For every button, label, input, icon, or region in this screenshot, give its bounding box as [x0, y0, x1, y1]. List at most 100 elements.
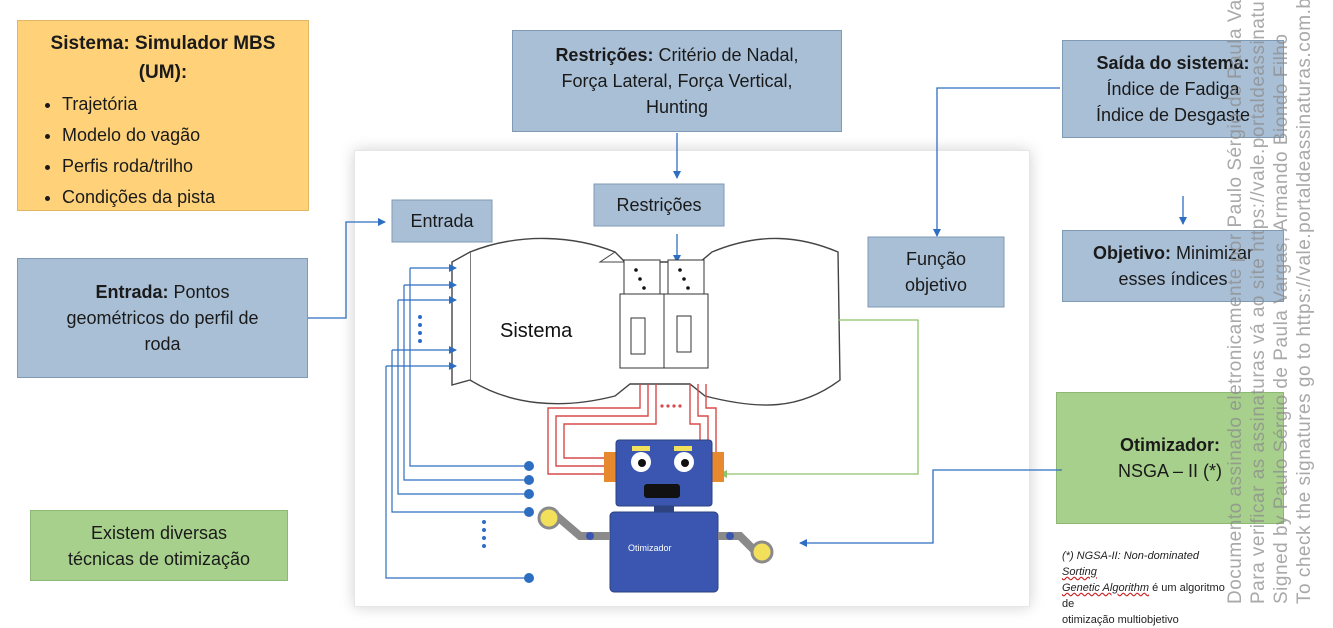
system-item-track-conditions: Condições da pista [62, 182, 294, 213]
input-hdot-3 [482, 536, 486, 540]
watermark-line2: Para verificar as assinaturas vá ao site… [1248, 0, 1269, 604]
funcao-line2: objetivo [904, 275, 968, 295]
constraints-line2: Força Lateral, Força Vertical, [561, 71, 793, 91]
suspension-dot-6 [686, 286, 690, 290]
system-output-box: Saída do sistema: Índice de Fadiga Índic… [1062, 40, 1284, 138]
robot-hand-left [537, 506, 561, 530]
robot-hand-right [750, 540, 774, 564]
input-node-2 [524, 475, 534, 485]
arrow-optimizer-to-robot [799, 469, 1062, 547]
suspension-slot-left [630, 317, 646, 355]
funcao-objetivo-label: Função objetivo [868, 246, 1004, 298]
output-label-line: Saída do sistema: [1096, 50, 1249, 76]
robot-joint-left [586, 532, 594, 540]
diagram-drawing [308, 87, 1187, 593]
output-wear-index: Índice de Desgaste [1095, 105, 1251, 125]
robot-pupil-right [681, 459, 689, 467]
suspension-unit-right [663, 293, 709, 369]
suspension-dot-2 [638, 277, 642, 281]
entrada-box [391, 199, 493, 243]
system-block-edge-left [451, 251, 471, 386]
constraints-line1: Restrições: Critério de Nadal, [555, 42, 798, 68]
suspension-dot-5 [682, 277, 686, 281]
red-dot-4 [678, 404, 682, 408]
footnote: (*) NGSA-II: Non-dominated Sorting Genet… [1062, 548, 1232, 628]
signature-watermark: Documento assinado eletronicamente por P… [1223, 0, 1333, 604]
optimizer-box: Otimizador: NSGA – II (*) [1056, 392, 1284, 524]
system-box-title: Sistema: Simulador MBS (UM): [32, 29, 294, 87]
robot-optimizer [537, 439, 774, 593]
techniques-box: Existem diversas técnicas de otimização [30, 510, 288, 581]
input-box-line1-rest: Pontos [168, 282, 230, 302]
red-dot-1 [660, 404, 664, 408]
input-hdot-2 [482, 528, 486, 532]
robot-ear-right [712, 452, 724, 482]
robot-body-label: Otimizador [628, 543, 672, 553]
system-simulator-box: Sistema: Simulador MBS (UM): Trajetória … [17, 20, 309, 211]
robot-brow-left [632, 446, 650, 451]
suspension-dot-3 [642, 286, 646, 290]
input-hdot-4 [482, 544, 486, 548]
system-title-line1: Sistema: Simulador MBS [50, 33, 276, 54]
input-vdot-1 [418, 315, 422, 319]
robot-mouth [644, 484, 680, 498]
entrada-label: Entrada [410, 211, 474, 231]
footnote-part1: (*) NGSA-II: Non-dominated [1062, 550, 1199, 562]
suspension-unit-left [619, 293, 665, 369]
arrow-input-to-entrada [308, 218, 386, 319]
objective-label: Objetivo: [1092, 243, 1171, 263]
robot-brow-right [674, 446, 692, 451]
watermark-line3: Signed by Paulo Sérgio de Paula Vargas, … [1271, 33, 1292, 604]
suspension-unit-left-top [623, 259, 661, 297]
system-block-edge-top-left [598, 251, 625, 263]
funcao-objetivo-box [867, 236, 1005, 308]
input-box-label: Entrada: [95, 282, 169, 302]
input-vdot-3 [418, 331, 422, 335]
constraints-line1-rest: Critério de Nadal, [653, 45, 799, 65]
suspension-dot-1 [634, 268, 638, 272]
sistema-label: Sistema [500, 320, 573, 342]
input-box-line3: roda [144, 334, 181, 354]
footnote-part2: Sorting [1062, 566, 1097, 578]
objective-box: Objetivo: Minimizar esses índices [1062, 230, 1284, 302]
suspension-unit-right-top [667, 259, 705, 297]
input-lines [385, 264, 528, 579]
optimizer-label: Otimizador: [1119, 435, 1220, 455]
input-node-4 [524, 507, 534, 517]
objective-line1-rest: Minimizar [1171, 243, 1254, 263]
restricoes-label: Restrições [616, 195, 702, 215]
input-box-line1: Entrada: Pontos [95, 279, 229, 305]
footnote-part3: Genetic Algorithm [1062, 582, 1150, 594]
input-vdot-4 [418, 339, 422, 343]
footnote-line2: Genetic Algorithm é um algoritmo de [1062, 580, 1232, 612]
green-feedback-wire [719, 319, 919, 478]
red-dot-2 [666, 404, 670, 408]
system-item-wagon-model: Modelo do vagão [62, 120, 294, 151]
robot-joint-right [726, 532, 734, 540]
objective-line1: Objetivo: Minimizar [1093, 240, 1253, 266]
robot-arm-left [549, 508, 610, 540]
red-dot-3 [672, 404, 676, 408]
input-node-1 [524, 461, 534, 471]
system-item-trajectory: Trajetória [62, 89, 294, 120]
system-items-list: Trajetória Modelo do vagão Perfis roda/t… [32, 89, 294, 213]
optimizer-method: NSGA – II (*) [1117, 461, 1223, 481]
watermark-line1: Documento assinado eletronicamente por P… [1225, 0, 1246, 604]
input-vdot-2 [418, 323, 422, 327]
funcao-line1: Função [905, 249, 967, 269]
footnote-line3: otimização multiobjetivo [1062, 614, 1179, 626]
objective-line2: esses índices [1118, 269, 1228, 289]
system-item-wheel-rail-profiles: Perfis roda/trilho [62, 151, 294, 182]
output-fatigue-index: Índice de Fadiga [1106, 79, 1240, 99]
constraints-box: Restrições: Critério de Nadal, Força Lat… [512, 30, 842, 132]
input-node-5 [524, 573, 534, 583]
robot-neck [654, 506, 674, 514]
system-title-line2: (UM): [138, 62, 188, 83]
input-box-line2: geométricos do perfil de [66, 308, 259, 328]
techniques-line1: Existem diversas [90, 522, 228, 543]
suspension-dot-4 [678, 268, 682, 272]
input-hdot-1 [482, 520, 486, 524]
input-node-3 [524, 489, 534, 499]
output-label: Saída do sistema: [1096, 53, 1250, 73]
robot-body [609, 511, 719, 593]
